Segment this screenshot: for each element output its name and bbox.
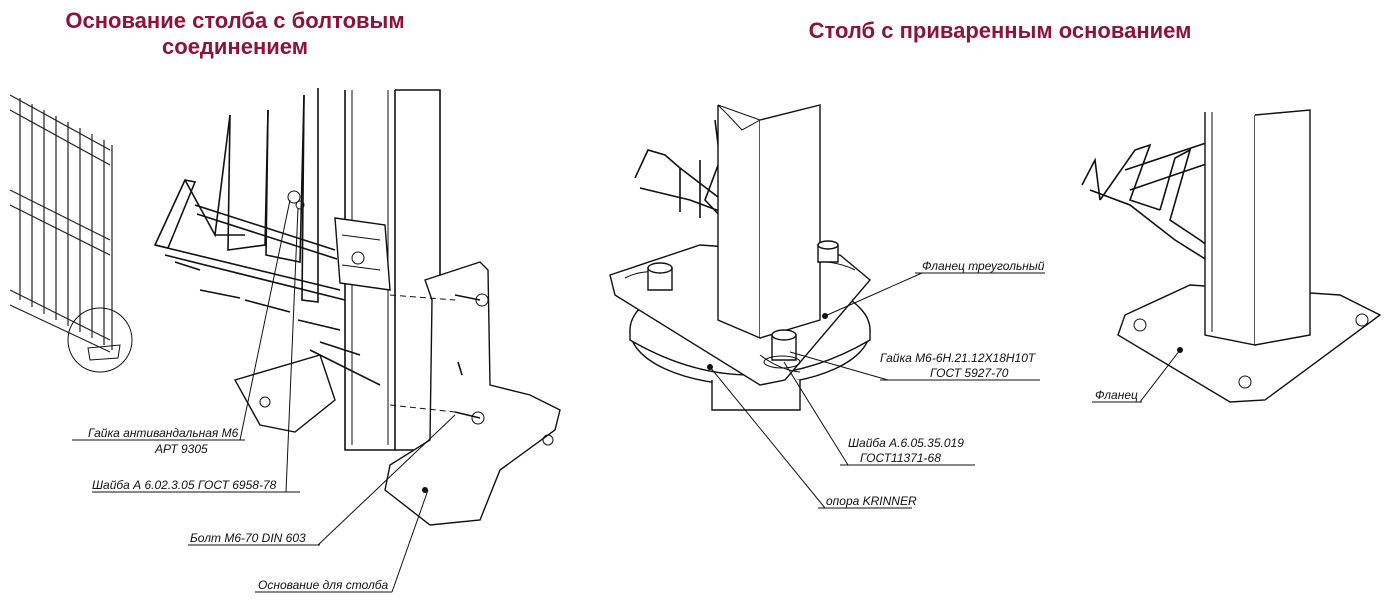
label-washer-center-2: ГОСТ11371-68 xyxy=(860,451,941,465)
title-bolted-base: Основание столба с болтовым соединением xyxy=(0,8,470,60)
label-washer-left: Шайба А 6.02.3.05 ГОСТ 6958-78 xyxy=(92,478,277,492)
title-bolted-base-line2: соединением xyxy=(162,34,308,59)
label-nut-center-1: Гайка М6-6Н.21.12Х18Н10Т xyxy=(880,351,1037,365)
title-welded-base: Столб с приваренным основанием xyxy=(808,18,1192,43)
center-post xyxy=(717,104,821,340)
label-nut-antivandal-1: Гайка антивандальная М6 xyxy=(88,426,239,440)
label-nut-antivandal-2: АРТ 9305 xyxy=(154,442,208,456)
right-leader-lines xyxy=(1092,349,1181,403)
left-fence-bent-wires xyxy=(153,88,381,386)
left-leader-lines xyxy=(72,199,456,593)
label-base-for-post: Основание для столба xyxy=(258,578,389,592)
left-fence-mesh-panel xyxy=(9,94,133,373)
label-support-krinner: опора KRINNER xyxy=(826,494,917,508)
label-flange: Фланец xyxy=(1095,388,1138,402)
left-clamp xyxy=(287,190,391,291)
center-nuts xyxy=(647,240,839,369)
right-post xyxy=(1204,109,1311,346)
left-base-plate xyxy=(233,261,561,526)
label-bolt: Болт М6-70 DIN 603 xyxy=(190,531,306,545)
label-flange-triangular: Фланец треугольный xyxy=(922,259,1045,273)
detail-circle xyxy=(67,307,133,373)
title-bolted-base-line1: Основание столба с болтовым xyxy=(65,8,405,33)
label-washer-center-1: Шайба А.6.05.35.019 xyxy=(848,436,964,450)
center-leader-lines xyxy=(709,272,1045,509)
right-fence-wires xyxy=(1081,139,1221,271)
label-nut-center-2: ГОСТ 5927-70 xyxy=(930,366,1009,380)
